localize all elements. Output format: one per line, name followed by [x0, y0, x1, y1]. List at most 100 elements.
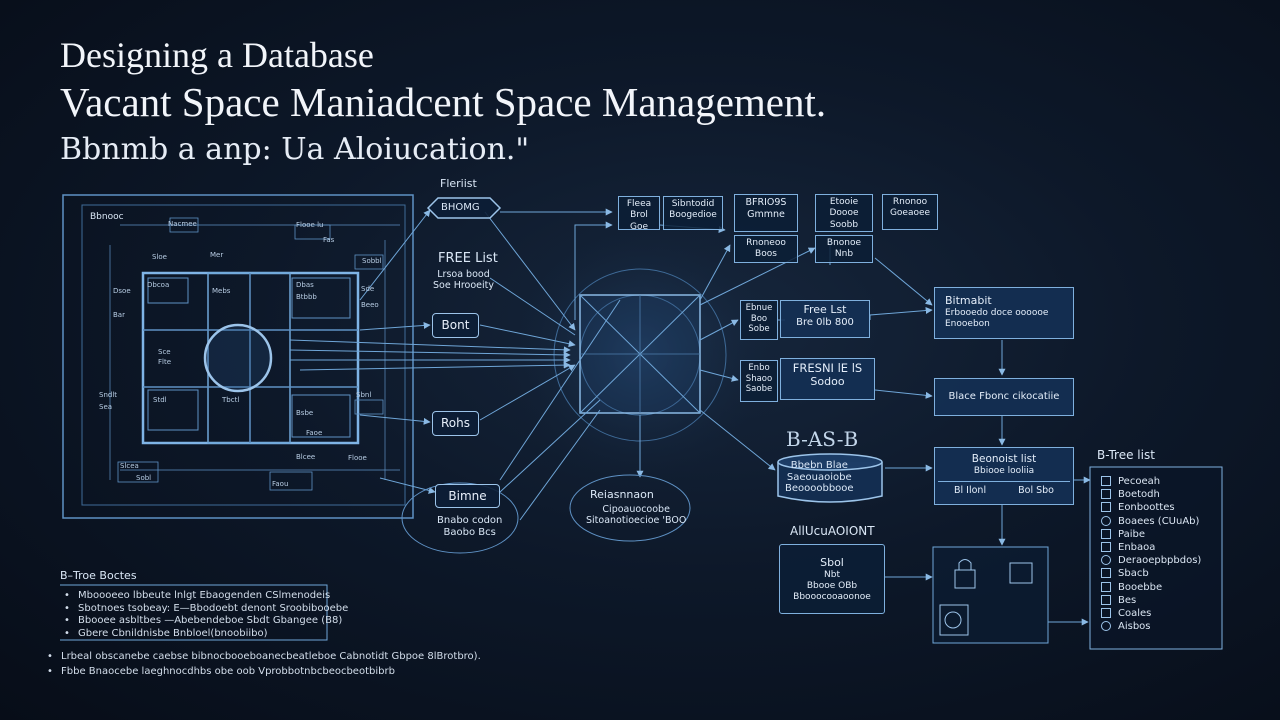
floorplan-tiny-label: Mebs: [212, 287, 231, 295]
segment-sub: Bbiooe looliia: [973, 466, 1035, 477]
floorplan-tiny-label: Fas: [323, 236, 335, 244]
btree-list-item: Aisbos: [1101, 620, 1201, 633]
bfree-box: Blace Fbonc cikocatiie: [934, 378, 1074, 416]
btree-list-item-label: Booebbe: [1118, 581, 1163, 593]
legend-item-text: Sbotnoes tsobeay: E—Bbodoebt denont Sroo…: [78, 602, 349, 614]
floorplan-tiny-label: Sobl: [136, 474, 152, 482]
allocation-box: Sbol Nbt Bbooe OBb Bbooocooaoonoe: [779, 544, 885, 614]
floorplan-tiny-label: Bar: [113, 311, 125, 319]
btree-list-item-label: Pecoeah: [1118, 476, 1161, 487]
bont-box: Bont: [432, 313, 479, 338]
btree-list-item-label: Aisbos: [1118, 621, 1151, 633]
legend-item-text: Gbere Cbnildnisbe Bnbloel(bnoobiibo): [78, 627, 268, 639]
btree-list-item-label: Eonboottes: [1118, 502, 1175, 514]
floorplan-tiny-label: Mer: [210, 251, 224, 259]
bullet-icon: •: [47, 666, 53, 677]
lock-icon: [954, 569, 976, 589]
title-line-1: Designing a Database: [60, 35, 374, 75]
allocation-panel: [932, 546, 1049, 644]
center-oval-sub: Cipoauocoobe Sitoanotioecioe 'BOO: [586, 504, 687, 526]
frees-title: FRESNI lE lS: [792, 361, 863, 375]
top-node-5: Rnonoo Goeaoee: [882, 194, 938, 230]
bhomg-label: BHOMG: [441, 202, 480, 213]
legend-item: • Bbooee asbltbes —Abebendeboe Sbdt Gbang…: [64, 615, 348, 628]
square-icon: [1101, 568, 1111, 579]
floorplan-tiny-label: Sce: [158, 348, 171, 356]
top-node-4: Etooie Doooe Soobb: [815, 194, 873, 232]
btree-list-item-label: Boetodh: [1118, 489, 1160, 501]
legend-note: • Fbbe Bnaocebe laeghnocdhbs obe oob Vpro…: [47, 666, 481, 677]
cylinder-shape: [777, 453, 883, 503]
floorplan-tiny-label: Flte: [158, 358, 172, 366]
segment-right: Bol Sbo: [1018, 485, 1054, 497]
floorplan-tiny-label: Sbnl: [356, 391, 372, 399]
btree-list-item-label: Deraoepbpbdos): [1118, 555, 1202, 567]
btree-list-item: Coales: [1101, 607, 1201, 620]
segment-box: Beonoist list Bbiooe looliia Bl Ilonl Bo…: [934, 447, 1074, 505]
floorplan-tiny-label: Sloe: [152, 253, 167, 261]
bhomg-hexagon: [426, 197, 502, 219]
legend-notes: • Lrbeal obscanebe caebse bibnocbooeboane…: [47, 651, 481, 681]
btree-list-item-label: Enbaoa: [1118, 541, 1156, 553]
legend-note-text: Fbbe Bnaocebe laeghnocdhbs obe oob Vprob…: [61, 666, 395, 677]
btree-list-item: Paibe: [1101, 528, 1201, 541]
square-icon: [1101, 607, 1111, 618]
frees-box: FRESNI lE lS Sodoo: [780, 358, 875, 400]
floorplan-tiny-label: Sndlt: [99, 391, 118, 399]
legend-note-text: Lrbeal obscanebe caebse bibnocbooeboanec…: [61, 651, 481, 662]
legend-note: • Lrbeal obscanebe caebse bibnocbooeboane…: [47, 651, 481, 662]
allocation-title: AllUcuAOIONT: [790, 524, 875, 538]
legend-title: B–Troe Boctes: [60, 569, 137, 582]
center-oval-shape: [569, 474, 691, 542]
btree-list-title: B-Tree list: [1097, 448, 1155, 462]
floorplan-tiny-label: Bsbe: [296, 409, 314, 417]
square-icon: [1101, 594, 1111, 605]
btree-list-item: Enbaoa: [1101, 541, 1201, 554]
square-icon: [1101, 581, 1111, 592]
mid-node-2: Bnonoe Nnb: [815, 235, 873, 263]
rohs-box: Rohs: [432, 411, 479, 436]
free-list-title: FREE List: [438, 251, 498, 266]
small-node-b: Enbo Shaoo Saobe: [740, 360, 778, 402]
btree-list-frame: [1089, 466, 1223, 650]
circle-icon: [1101, 621, 1111, 632]
square-icon: [1101, 502, 1111, 513]
legend-item: •Mboooeeo lbbeute lnlgt Ebaogenden CSlme…: [64, 590, 348, 603]
legend-list: • Mboooeeo lbbeute lnlgt Ebaogenden CSlme…: [64, 590, 348, 640]
bitmap-oval: [401, 482, 519, 554]
bullet-icon: •: [47, 651, 53, 662]
btree-list-item: Eonboottes: [1101, 501, 1201, 514]
legend-item: •Sbotnoes tsobeay: E—Bbodoebt denont Sro…: [64, 603, 348, 616]
floorplan-tiny-label: Flooe lu: [296, 221, 324, 229]
legend-item-text: Mboooeeo lbbeute lnlgt Ebaogenden CSlmen…: [78, 590, 331, 601]
floorplan-tiny-label: Stdl: [153, 396, 167, 404]
btree-list-item: Boaees (CUuAb): [1101, 515, 1201, 528]
legend-item-text: Bbooee asbltbes —Abebendeboe Sbdt Gbange…: [78, 615, 343, 627]
top-node-3: BFRIO9S Gmmne: [734, 194, 798, 232]
subtitle: Bbnmb a anp: Ua Aloiucation.": [60, 132, 530, 167]
floorplan-tiny-label: Slcea: [120, 462, 139, 470]
floorplan-label: Bbnooc: [90, 212, 124, 222]
bitmap-box: Bimne: [435, 484, 500, 508]
free-list-sub: Lrsoa bood Soe Hrooeity: [433, 269, 495, 291]
bullet-icon: •: [64, 615, 70, 627]
floorplan-tiny-label: Tbctl: [222, 396, 240, 404]
allocation-box-title: Sbol: [820, 556, 844, 569]
small-node-a: Ebnue Boo Sobe: [740, 300, 778, 340]
square-icon: [1101, 476, 1111, 486]
square-icon: [1101, 528, 1111, 539]
frees-sub: Sodoo: [810, 375, 845, 389]
bitmap-right-title: Bitmabit: [945, 294, 992, 307]
center-oval-title: Reiasnnaon: [590, 488, 654, 501]
gear-small-icon: [944, 611, 962, 629]
square-icon: [1101, 541, 1111, 552]
floorplan-tiny-label: Flooe: [348, 454, 367, 462]
bitmap-right-sub: Erbooedo doce oooooe Enooebon: [945, 307, 1049, 329]
floorplan-tiny-label: Sea: [99, 403, 113, 411]
top-node-1: Fleea Brol Goe: [618, 196, 660, 230]
cloud-doc-icon: [1009, 562, 1033, 584]
allocation-box-sub: Nbt Bbooe OBb Bbooocooaoonoe: [793, 569, 871, 603]
btree-list-item: Sbacb: [1101, 567, 1201, 580]
